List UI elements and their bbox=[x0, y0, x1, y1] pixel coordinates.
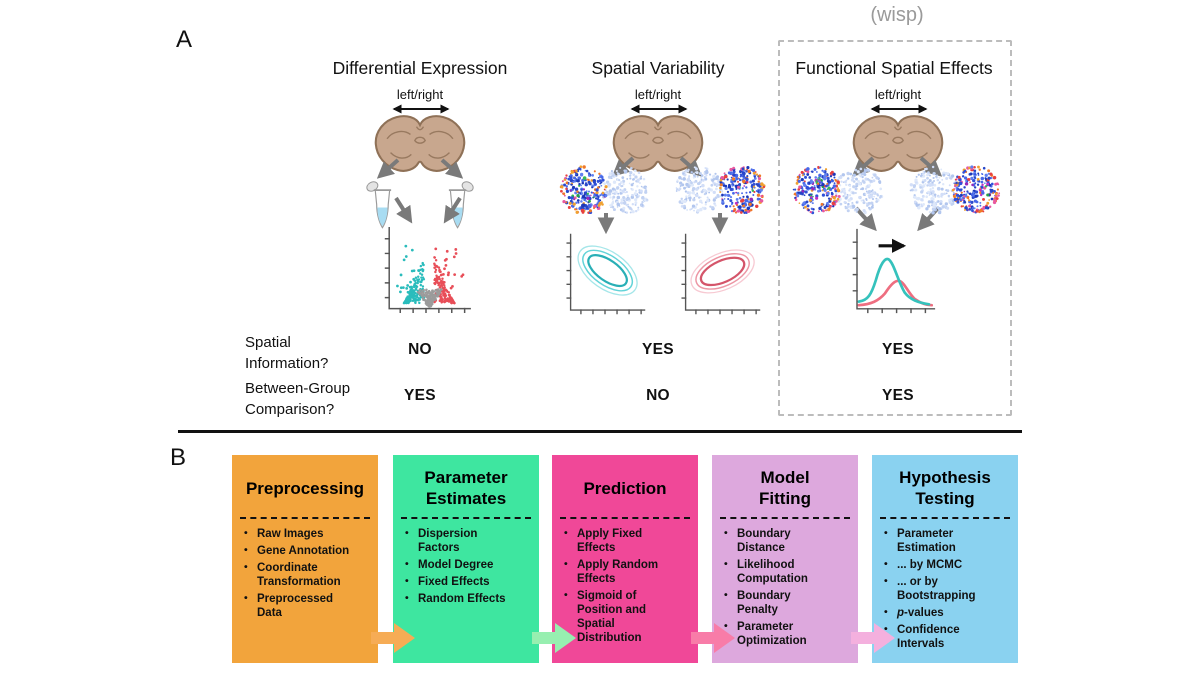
gray-arrow bbox=[854, 206, 877, 232]
bullet-item: •Fixed Effects bbox=[405, 575, 490, 589]
panel-separator-line bbox=[178, 430, 1022, 433]
brain-section-icon bbox=[374, 115, 466, 172]
bullet-item: •Dispersion Factors bbox=[405, 527, 478, 555]
title-dashed-rule bbox=[240, 517, 370, 519]
bullet-item: •Coordinate Transformation bbox=[244, 561, 341, 589]
title-dashed-rule bbox=[401, 517, 531, 519]
volcano-plot bbox=[384, 226, 471, 314]
speckle-pair bbox=[559, 165, 649, 215]
bullet-list: •Dispersion Factors •Model Degree •Fixed… bbox=[393, 527, 539, 606]
gray-arrow bbox=[919, 156, 943, 177]
between-group-value-col3: YES bbox=[882, 387, 914, 404]
column-title-differential-expression: Differential Expression bbox=[332, 58, 508, 78]
bullet-item: •Apply Random Effects bbox=[564, 558, 659, 586]
between-group-value-col2: NO bbox=[646, 387, 670, 404]
wisp-dashed-box bbox=[778, 40, 1012, 416]
box-title: Prediction bbox=[583, 478, 667, 498]
gray-arrow bbox=[679, 156, 703, 177]
contour-plot-teal bbox=[566, 233, 646, 315]
column-title-spatial-variability: Spatial Variability bbox=[591, 58, 725, 78]
bullet-list: •Parameter Estimation •... by MCMC •... … bbox=[872, 527, 1018, 651]
flow-arrow-4 bbox=[851, 623, 895, 653]
speckle-pair bbox=[675, 166, 766, 215]
bullet-item: •Confidence Intervals bbox=[884, 623, 960, 651]
spatial-information-value-col1: NO bbox=[408, 341, 432, 358]
left-right-arrow bbox=[392, 104, 450, 114]
bullet-item: •... by MCMC bbox=[884, 558, 963, 572]
tube-icon bbox=[366, 181, 392, 229]
gray-arrow bbox=[376, 158, 400, 179]
bullet-item: •Preprocessed Data bbox=[244, 592, 334, 620]
gray-arrow bbox=[597, 213, 615, 235]
bullet-item: •Random Effects bbox=[405, 592, 506, 606]
contour-plot-red bbox=[681, 233, 761, 315]
bullet-item: •Gene Annotation bbox=[244, 544, 350, 558]
row-label-spatial-information: Spatial Information? bbox=[245, 334, 329, 372]
bullet-item: •Raw Images bbox=[244, 527, 324, 540]
left-right-label: left/right bbox=[634, 87, 682, 102]
row-label-between-group: Between-Group Comparison? bbox=[245, 380, 351, 418]
process-box-prediction: Prediction •Apply Fixed Effects •Apply R… bbox=[552, 455, 698, 663]
spatial-information-value-col2: YES bbox=[642, 341, 674, 358]
gray-arrow bbox=[711, 213, 729, 235]
bullet-item: •... or by Bootstrapping bbox=[884, 575, 976, 603]
bullet-list: •Apply Fixed Effects •Apply Random Effec… bbox=[552, 527, 698, 645]
left-right-arrow bbox=[630, 104, 688, 114]
speckle-pair bbox=[792, 165, 884, 215]
panel-a-label: A bbox=[176, 26, 193, 53]
bullet-item: •p-values bbox=[884, 606, 944, 620]
between-group-value-col1: YES bbox=[404, 387, 436, 404]
brain-section-icon bbox=[852, 115, 944, 172]
column-title-functional-spatial-effects: Functional Spatial Effects bbox=[795, 58, 993, 78]
bullet-item: •Parameter Optimization bbox=[724, 620, 807, 648]
box-title: Preprocessing bbox=[245, 478, 365, 498]
distribution-shift-plot bbox=[852, 228, 936, 314]
bullet-item: •Boundary Penalty bbox=[724, 589, 791, 617]
bullet-list: •Raw Images •Gene Annotation •Coordinate… bbox=[232, 527, 378, 620]
left-right-label: left/right bbox=[396, 87, 444, 102]
bullet-item: •Apply Fixed Effects bbox=[564, 527, 643, 555]
bullet-item: •Sigmoid of Position and Spatial Distrib… bbox=[564, 589, 646, 645]
bullet-item: •Likelihood Computation bbox=[724, 558, 808, 586]
title-dashed-rule bbox=[560, 517, 690, 519]
panel-b-label: B bbox=[170, 444, 187, 471]
gray-arrow bbox=[611, 156, 635, 177]
gray-arrow bbox=[394, 196, 413, 224]
title-dashed-rule bbox=[880, 517, 1010, 519]
gray-arrow bbox=[440, 158, 464, 179]
bullet-item: •Parameter Estimation bbox=[884, 527, 956, 555]
title-dashed-rule bbox=[720, 517, 850, 519]
left-right-label: left/right bbox=[874, 87, 922, 102]
left-right-arrow bbox=[870, 104, 928, 114]
flow-arrow-1 bbox=[371, 623, 415, 653]
gray-arrow bbox=[443, 196, 462, 224]
gray-arrow bbox=[917, 206, 940, 232]
brain-section-icon bbox=[612, 115, 704, 172]
wisp-caption: (wisp) bbox=[870, 4, 924, 26]
bullet-item: •Boundary Distance bbox=[724, 527, 791, 555]
flow-arrow-3 bbox=[691, 623, 735, 653]
bullet-list: •Boundary Distance •Likelihood Computati… bbox=[712, 527, 858, 648]
bullet-item: •Model Degree bbox=[405, 558, 494, 572]
process-box-preprocessing: Preprocessing •Raw Images •Gene Annotati… bbox=[232, 455, 378, 663]
flow-arrow-2 bbox=[532, 623, 576, 653]
spatial-information-value-col3: YES bbox=[882, 341, 914, 358]
speckle-pair bbox=[909, 165, 1001, 215]
